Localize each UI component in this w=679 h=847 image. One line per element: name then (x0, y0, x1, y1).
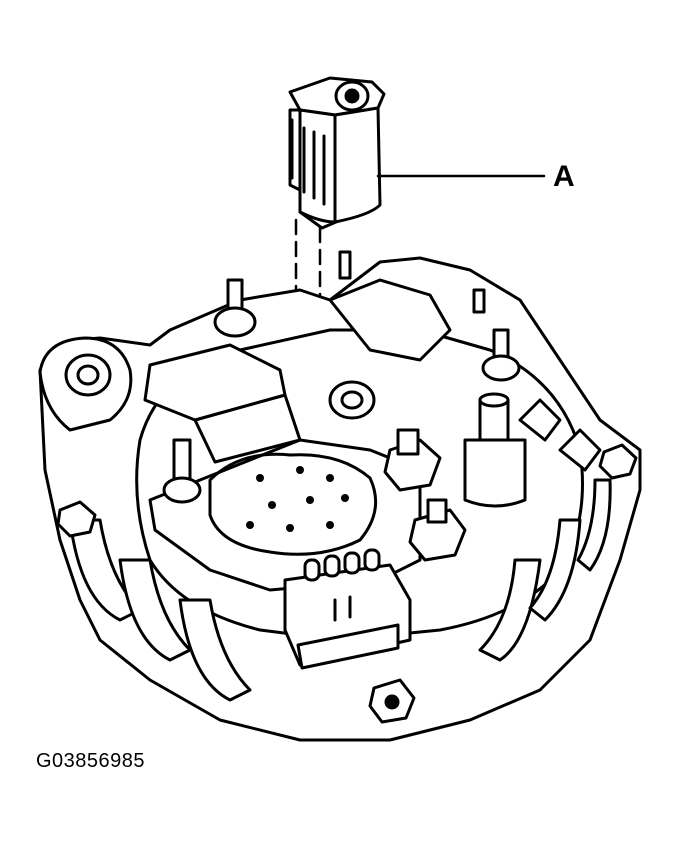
tool-a (288, 76, 386, 230)
terminal-studs (56, 250, 638, 724)
callout-label-a: A (553, 160, 575, 193)
connector-plug (283, 548, 412, 670)
brush-holder (143, 278, 452, 464)
figure-id: G03856985 (36, 750, 146, 772)
